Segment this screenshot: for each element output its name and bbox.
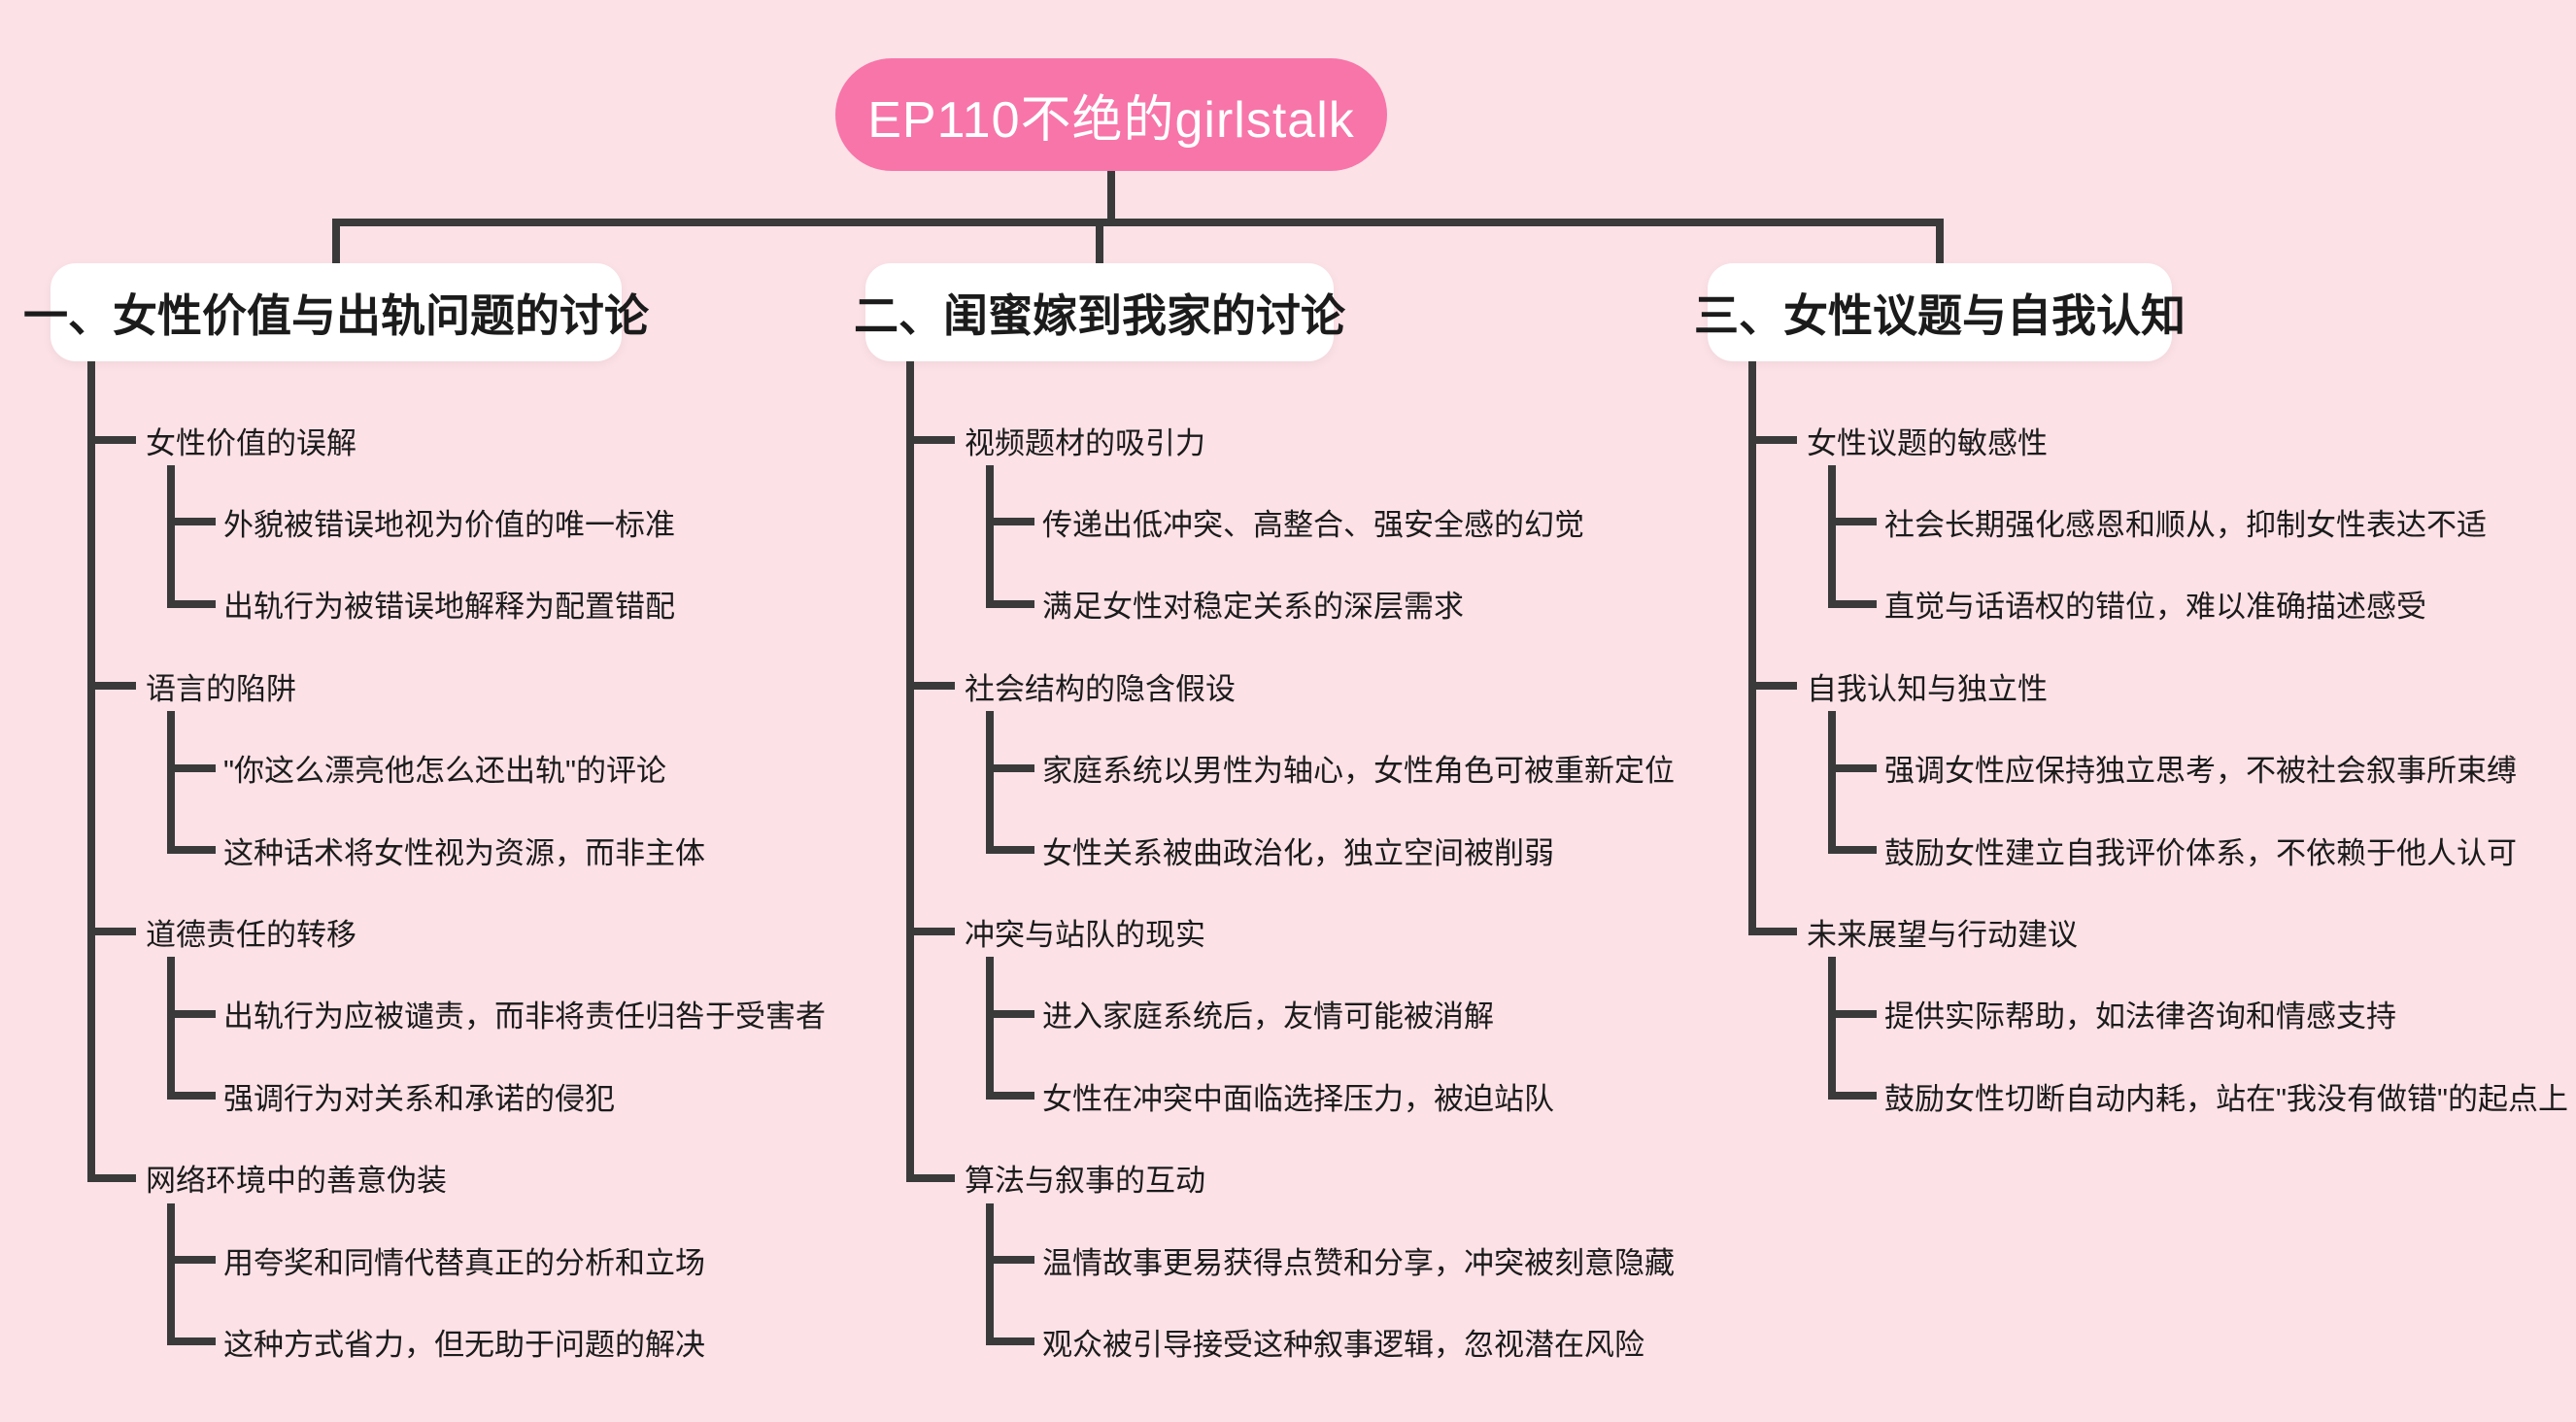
topic-node[interactable]: 冲突与站队的现实 xyxy=(965,917,1205,952)
connector-line xyxy=(986,1009,1034,1018)
connector-line xyxy=(167,711,175,854)
topic-node[interactable]: 女性议题的敏感性 xyxy=(1807,425,2048,460)
connector-line xyxy=(986,518,1034,526)
topic-node[interactable]: 未来展望与行动建议 xyxy=(1807,917,2078,952)
topic-node[interactable]: 女性价值的误解 xyxy=(146,425,356,460)
connector-line xyxy=(167,1202,175,1346)
subtopic-node[interactable]: 传递出低冲突、高整合、强安全感的幻觉 xyxy=(1042,507,1584,542)
subtopic-node[interactable]: 温情故事更易获得点赞和分享，冲突被刻意隐藏 xyxy=(1042,1245,1675,1280)
connector-line xyxy=(1748,682,1797,691)
connector-line xyxy=(906,1173,955,1182)
connector-line xyxy=(1828,1092,1877,1100)
root-node[interactable]: EP110不绝的girlstalk xyxy=(835,58,1387,171)
connector-line xyxy=(986,1256,1034,1264)
connector-line xyxy=(1828,599,1877,608)
connector-line xyxy=(986,957,994,1100)
connector-line xyxy=(906,436,955,444)
topic-node[interactable]: 语言的陷阱 xyxy=(146,671,296,706)
connector-line xyxy=(986,1092,1034,1100)
connector-line xyxy=(1828,957,1836,1100)
connector-line xyxy=(167,763,216,772)
connector-line xyxy=(986,763,1034,772)
topic-node[interactable]: 道德责任的转移 xyxy=(146,917,356,952)
subtopic-node[interactable]: 提供实际帮助，如法律咨询和情感支持 xyxy=(1884,999,2396,1034)
topic-node[interactable]: 视频题材的吸引力 xyxy=(965,425,1205,460)
connector-line xyxy=(332,219,340,263)
connector-line xyxy=(167,1337,216,1346)
connector-line xyxy=(1828,1009,1877,1018)
topic-node[interactable]: 社会结构的隐含假设 xyxy=(965,671,1236,706)
connector-line xyxy=(986,711,994,854)
connector-line xyxy=(986,599,1034,608)
subtopic-node[interactable]: 用夸奖和同情代替真正的分析和立场 xyxy=(223,1245,705,1280)
connector-line xyxy=(1748,361,1756,936)
connector-line xyxy=(167,518,216,526)
connector-line xyxy=(986,1202,994,1346)
connector-line xyxy=(87,928,136,936)
connector-line xyxy=(986,1337,1034,1346)
connector-line xyxy=(1748,436,1797,444)
connector-line xyxy=(1828,846,1877,854)
subtopic-node[interactable]: 出轨行为应被谴责，而非将责任归咎于受害者 xyxy=(223,999,826,1034)
connector-line xyxy=(87,1173,136,1182)
connector-line xyxy=(1936,219,1944,263)
connector-line xyxy=(986,846,1034,854)
subtopic-node[interactable]: 强调女性应保持独立思考，不被社会叙事所束缚 xyxy=(1884,754,2517,789)
connector-line xyxy=(167,957,175,1100)
subtopic-node[interactable]: 直觉与话语权的错位，难以准确描述感受 xyxy=(1884,590,2426,625)
topic-node[interactable]: 算法与叙事的互动 xyxy=(965,1164,1205,1199)
connector-line xyxy=(1828,711,1836,854)
subtopic-node[interactable]: 满足女性对稳定关系的深层需求 xyxy=(1042,590,1464,625)
topic-node[interactable]: 网络环境中的善意伪装 xyxy=(146,1164,447,1199)
subtopic-node[interactable]: 观众被引导接受这种叙事逻辑，忽视潜在风险 xyxy=(1042,1327,1644,1362)
subtopic-node[interactable]: 这种话术将女性视为资源，而非主体 xyxy=(223,835,705,870)
subtopic-node[interactable]: 进入家庭系统后，友情可能被消解 xyxy=(1042,999,1494,1034)
connector-line xyxy=(87,436,136,444)
subtopic-node[interactable]: 女性在冲突中面临选择压力，被迫站队 xyxy=(1042,1081,1554,1116)
connector-line xyxy=(332,219,1944,226)
connector-line xyxy=(167,846,216,854)
branch-node[interactable]: 一、女性价值与出轨问题的讨论 xyxy=(23,263,649,361)
subtopic-node[interactable]: 鼓励女性切断自动内耗，站在"我没有做错"的起点上 xyxy=(1884,1081,2569,1116)
topic-node[interactable]: 自我认知与独立性 xyxy=(1807,671,2048,706)
branch-node[interactable]: 二、闺蜜嫁到我家的讨论 xyxy=(854,263,1345,361)
subtopic-node[interactable]: 女性关系被曲政治化，独立空间被削弱 xyxy=(1042,835,1554,870)
connector-line xyxy=(87,361,95,1182)
connector-line xyxy=(1096,219,1103,263)
connector-line xyxy=(906,361,914,1182)
connector-line xyxy=(1828,763,1877,772)
branch-node[interactable]: 三、女性议题与自我认知 xyxy=(1694,263,2186,361)
subtopic-node[interactable]: 家庭系统以男性为轴心，女性角色可被重新定位 xyxy=(1042,754,1675,789)
subtopic-node[interactable]: 出轨行为被错误地解释为配置错配 xyxy=(223,590,675,625)
connector-line xyxy=(1107,171,1115,226)
connector-line xyxy=(986,465,994,608)
connector-line xyxy=(167,1009,216,1018)
connector-line xyxy=(906,682,955,691)
subtopic-node[interactable]: 这种方式省力，但无助于问题的解决 xyxy=(223,1327,705,1362)
connector-line xyxy=(906,928,955,936)
connector-line xyxy=(87,682,136,691)
subtopic-node[interactable]: 社会长期强化感恩和顺从，抑制女性表达不适 xyxy=(1884,507,2487,542)
connector-line xyxy=(1748,928,1797,936)
connector-line xyxy=(167,465,175,608)
connector-line xyxy=(1828,518,1877,526)
connector-line xyxy=(167,599,216,608)
subtopic-node[interactable]: 鼓励女性建立自我评价体系，不依赖于他人认可 xyxy=(1884,835,2517,870)
subtopic-node[interactable]: 强调行为对关系和承诺的侵犯 xyxy=(223,1081,615,1116)
subtopic-node[interactable]: 外貌被错误地视为价值的唯一标准 xyxy=(223,507,675,542)
connector-line xyxy=(1828,465,1836,608)
subtopic-node[interactable]: "你这么漂亮他怎么还出轨"的评论 xyxy=(223,754,667,789)
connector-line xyxy=(167,1092,216,1100)
connector-line xyxy=(167,1256,216,1264)
